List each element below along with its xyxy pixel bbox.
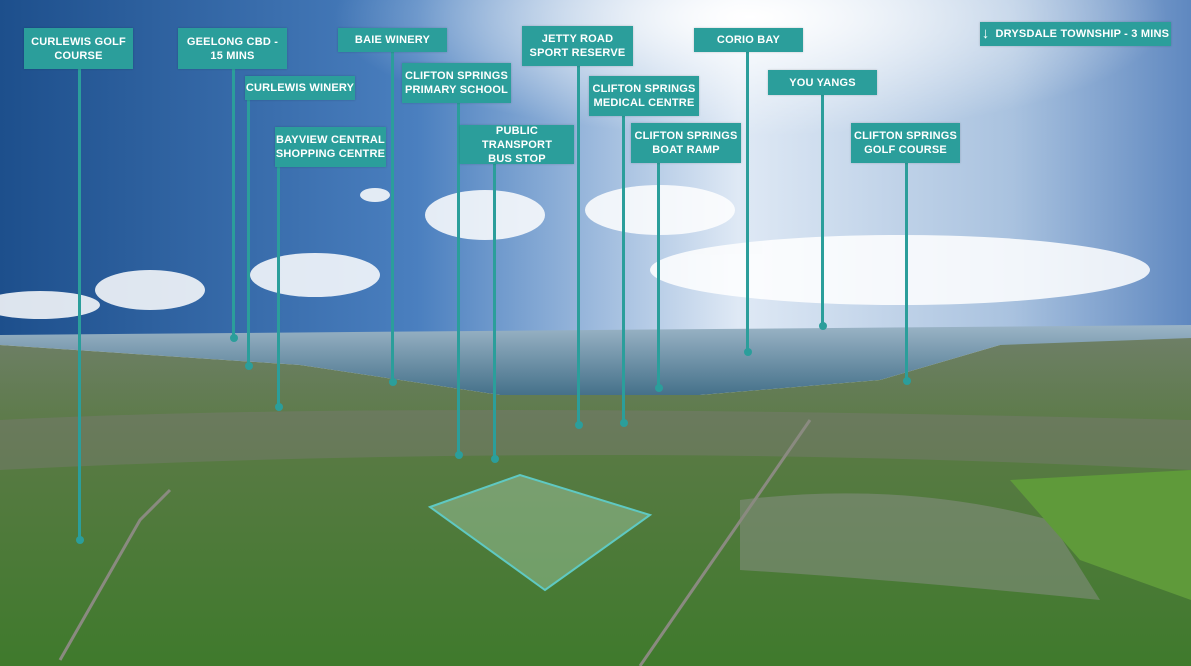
leader-line [78, 69, 81, 540]
label-text: BAYVIEW CENTRAL [276, 134, 385, 146]
label-text: GOLF COURSE [864, 144, 947, 156]
label-text: BOAT RAMP [652, 144, 720, 156]
location-marker [388, 378, 397, 386]
arrow-down-icon: ↓ [981, 25, 990, 42]
leader-line [821, 95, 824, 326]
location-label: CLIFTON SPRINGS MEDICAL CENTRE [589, 76, 699, 116]
label-text: PRIMARY SCHOOL [404, 84, 509, 96]
label-text: JETTY ROAD [541, 33, 614, 45]
label-text: GEELONG CBD - [186, 35, 279, 48]
leader-line [247, 100, 250, 366]
label-text: PUBLIC TRANSPORT [481, 124, 553, 151]
label-text: BUS STOP [488, 152, 546, 165]
label-text: CLIFTON SPRINGS [404, 70, 509, 82]
location-label: JETTY ROAD SPORT RESERVE [522, 26, 633, 66]
location-marker [619, 419, 628, 427]
location-marker [274, 403, 283, 411]
location-label: CLIFTON SPRINGS BOAT RAMP [631, 123, 741, 163]
leader-line [391, 52, 394, 382]
label-text: MEDICAL CENTRE [593, 97, 695, 109]
label-text: CLIFTON SPRINGS [592, 83, 696, 95]
leader-line [657, 163, 660, 388]
location-label: CLIFTON SPRINGS PRIMARY SCHOOL [402, 63, 511, 103]
location-marker [902, 377, 911, 385]
label-text: CLIFTON SPRINGS [634, 130, 738, 142]
location-marker [454, 451, 463, 459]
label-text: CORIO BAY [716, 34, 781, 46]
location-marker [654, 384, 663, 392]
development-site-outline [427, 473, 653, 592]
label-text: BAIE WINERY [354, 34, 431, 46]
leader-line [905, 163, 908, 381]
location-label: BAIE WINERY [338, 28, 447, 52]
location-marker [490, 455, 499, 463]
label-text: SPORT RESERVE [529, 47, 626, 59]
leader-line [622, 116, 625, 423]
leader-line [493, 164, 496, 459]
leader-line [232, 69, 235, 338]
direction-badge: ↓ DRYSDALE TOWNSHIP - 3 MINS [980, 22, 1171, 46]
leader-line [457, 103, 460, 455]
label-text: COURSE [54, 49, 103, 62]
location-marker [743, 348, 752, 356]
location-marker [574, 421, 583, 429]
location-marker [75, 536, 84, 544]
location-marker [244, 362, 253, 370]
label-text: 15 MINS [210, 49, 255, 62]
location-marker [229, 334, 238, 342]
label-text: CURLEWIS WINERY [245, 82, 355, 94]
label-text: SHOPPING CENTRE [275, 148, 386, 160]
leader-line [277, 167, 280, 407]
location-label: GEELONG CBD -15 MINS [178, 28, 287, 69]
label-text: CLIFTON SPRINGS [853, 130, 958, 142]
location-label: CORIO BAY [694, 28, 803, 52]
location-label: CURLEWIS WINERY [245, 76, 355, 100]
location-label: YOU YANGS [768, 70, 877, 95]
location-marker [818, 322, 827, 330]
direction-text: DRYSDALE TOWNSHIP - 3 MINS [995, 28, 1170, 40]
label-text: YOU YANGS [789, 76, 856, 89]
label-text: CURLEWIS GOLF [31, 35, 126, 48]
location-label: BAYVIEW CENTRAL SHOPPING CENTRE [275, 127, 386, 167]
location-label: CLIFTON SPRINGS GOLF COURSE [851, 123, 960, 163]
leader-line [746, 52, 749, 352]
leader-line [577, 66, 580, 425]
